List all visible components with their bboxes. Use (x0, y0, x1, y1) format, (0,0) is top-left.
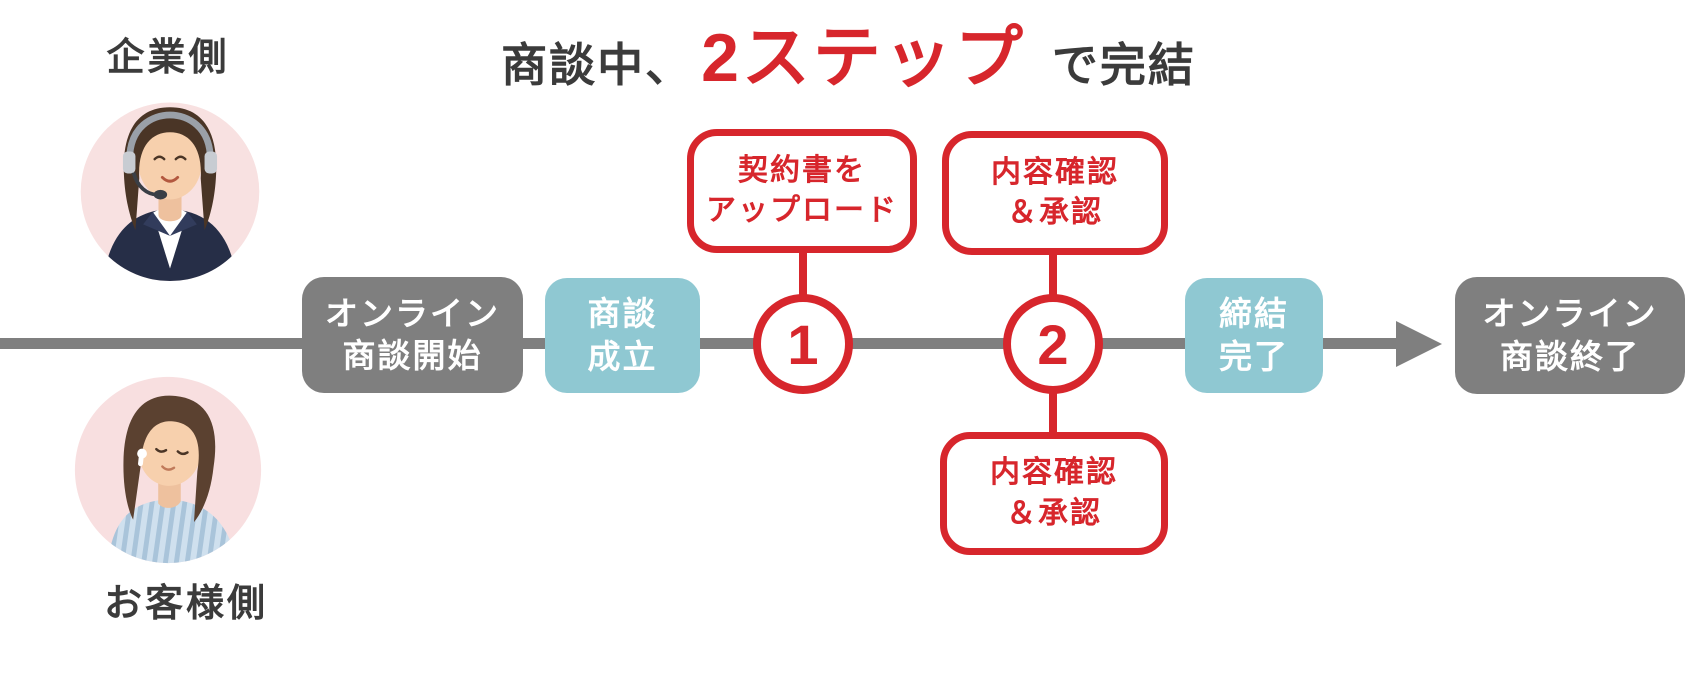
stage-conclude-line1: 締結 (1219, 295, 1289, 333)
callout-confirm-bottom-line2: ＆承認 (1006, 496, 1102, 530)
connector-step1 (799, 248, 807, 302)
callout-confirm-top-line2: ＆承認 (1007, 196, 1103, 229)
step-2-marker: 2 (1003, 294, 1103, 394)
callout-confirm-approve-bottom: 内容確認 ＆承認 (940, 432, 1168, 555)
connector-step2-top (1049, 250, 1057, 302)
stage-start-line2: 商談開始 (342, 337, 483, 374)
stage-deal-closed: 商談 成立 (545, 278, 700, 393)
connector-step2-bottom (1049, 388, 1057, 438)
timeline-arrowhead-icon (1396, 321, 1442, 367)
callout-upload-line1: 契約書を (738, 153, 866, 187)
stage-deal-line2: 成立 (587, 337, 658, 375)
stage-conclusion-complete: 締結 完了 (1185, 278, 1323, 393)
diagram-title: 商談中、 2ステップ で完結 (0, 2, 1697, 101)
stage-end-line1: オンライン (1482, 295, 1658, 333)
company-side-label: 企業側 (106, 37, 230, 79)
stage-end-line2: 商談終了 (1500, 337, 1640, 375)
customer-avatar (70, 372, 266, 573)
callout-confirm-approve-top: 内容確認 ＆承認 (942, 131, 1168, 255)
company-avatar-illustration (80, 102, 260, 282)
callout-confirm-top-line1: 内容確認 (991, 155, 1119, 189)
stage-online-meeting-start: オンライン 商談開始 (302, 277, 523, 393)
stage-online-meeting-end: オンライン 商談終了 (1455, 277, 1685, 394)
callout-upload-contract: 契約書を アップロード (687, 129, 917, 253)
title-highlight: 2ステップ (701, 20, 1026, 96)
callout-upload-line2: アップロード (706, 194, 898, 227)
company-avatar (74, 90, 266, 287)
step-1-marker: 1 (753, 294, 853, 394)
stage-deal-line1: 商談 (587, 295, 658, 333)
callout-confirm-bottom-line1: 内容確認 (990, 456, 1118, 489)
stage-conclude-line2: 完了 (1219, 337, 1289, 375)
customer-avatar-illustration (74, 376, 262, 564)
title-prefix: 商談中、 (501, 39, 694, 91)
title-suffix: で完結 (1051, 39, 1196, 91)
customer-side-label: お客様側 (103, 583, 268, 625)
step-2-number: 2 (1037, 312, 1069, 376)
stage-start-line1: オンライン (325, 294, 500, 332)
step-1-number: 1 (787, 312, 819, 376)
